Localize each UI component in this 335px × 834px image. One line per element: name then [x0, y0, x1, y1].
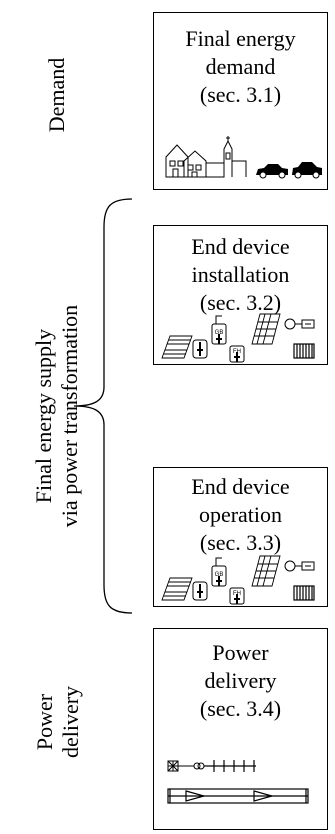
operation-icons: GB FH [161, 555, 315, 605]
demand-label: Demand [44, 57, 69, 133]
power-delivery-title: Power delivery (sec. 3.4) [199, 640, 282, 721]
gas-boiler-label: GB [215, 330, 224, 336]
power-delivery-box: Power delivery (sec. 3.4) [153, 628, 328, 830]
solar-collector-icon [161, 577, 193, 601]
end-device-operation-title: End device operation (sec. 3.3) [191, 474, 290, 555]
gas-boiler-icon [211, 315, 227, 345]
storage-tank-icon [192, 581, 208, 601]
storage-tank-icon [192, 339, 208, 359]
heat-pump-icon [284, 318, 315, 330]
end-device-operation-box: End device operation (sec. 3.3) GB FH [153, 467, 328, 607]
electric-heater-icon [293, 343, 315, 359]
final-energy-supply-line1: Final energy supply [31, 328, 56, 504]
fuel-heater-icon [229, 345, 245, 363]
electric-heater-icon [293, 585, 315, 601]
fuel-heater-label: FH [233, 591, 241, 597]
shop-icon [206, 162, 225, 178]
building-icon [183, 150, 207, 178]
power-delivery-label: Power delivery [32, 672, 84, 772]
grid-connection-icon [167, 760, 179, 772]
grouping-brace [73, 198, 133, 614]
solar-collector-icon [161, 335, 193, 359]
pv-panel-icon [251, 555, 281, 587]
transformer-icon [178, 762, 205, 770]
fuel-heater-icon [229, 587, 245, 605]
cable-icon [167, 788, 309, 804]
pv-panel-icon [251, 313, 281, 345]
final-energy-demand-box: Final energy demand (sec. 3.1) [153, 12, 328, 190]
car-icon [292, 162, 322, 179]
car-icon [256, 164, 288, 179]
power-line-icon [204, 760, 256, 772]
gas-boiler-label: GB [215, 572, 224, 578]
power-delivery-line1: Power [32, 693, 57, 751]
gas-boiler-icon [211, 557, 227, 587]
fuel-heater-label: FH [233, 349, 241, 355]
end-device-installation-title: End device installation (sec. 3.2) [191, 234, 290, 315]
final-energy-demand-title: Final energy demand (sec. 3.1) [185, 26, 296, 107]
heat-pump-icon [284, 560, 315, 572]
end-device-installation-box: End device installation (sec. 3.2) GB FH [153, 225, 328, 365]
demand-icons [165, 136, 322, 179]
installation-icons: GB FH [161, 313, 315, 363]
church-icon [223, 136, 247, 177]
power-delivery-line2: delivery [58, 685, 83, 759]
power-delivery-icons [167, 760, 309, 804]
